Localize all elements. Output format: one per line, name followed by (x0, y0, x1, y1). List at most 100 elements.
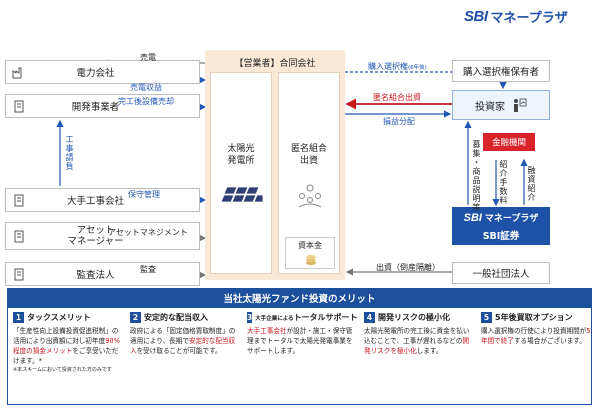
merit-body-b: が設計・施工・保守管理までトータルで太陽光発電事業をサポートします。 (247, 327, 353, 355)
building-icon (12, 193, 26, 207)
merit-title: タックスメリット (27, 313, 91, 322)
sbi-money-plaza-securities-box: SBI マネープラザ SBI証券 (452, 207, 550, 245)
merit-body: 購入選択権の行使により投資期間が5年間で終了する場合がございます。 (481, 326, 591, 346)
sbi-box-brand-sbi: SBI (463, 212, 482, 224)
operator-title: 【営業者】合同会社 (234, 59, 316, 69)
entity-label: 電力会社 (76, 68, 115, 79)
merit-body: 太陽光発電所の完工後に資金を払い込むことで、工事が遅れるなどの開発リスクを極小化… (364, 326, 474, 356)
solar-plant-box: 太陽光 発電所 (210, 72, 272, 274)
label-financing-referral: 融資紹介 (527, 166, 536, 202)
capital-box: 資本金 (285, 237, 335, 269)
building-icon (12, 99, 26, 113)
merit-item-2: 2 安定的な配当収入 政府による「固定価格買取制度」の適用により、長期で安定的な… (130, 312, 240, 356)
merit-number: 4 (364, 312, 375, 323)
fund-label: 匿名組合 出資 (290, 144, 327, 166)
merit-head: 3 大手企業によるトータルサポート (247, 312, 358, 323)
merit-head: 5 5年後買取オプション (481, 312, 591, 323)
entity-investor: 投資家 (452, 90, 550, 120)
merit-title: 開発リスクの極小化 (378, 313, 450, 322)
solar-panel-icon (221, 187, 263, 203)
entity-label: 大手工事会社 (66, 196, 124, 207)
label-construction-request: 工事請負 (65, 135, 74, 171)
financial-institution-label: 金融機関 (491, 138, 526, 148)
label-sell-power: 売電 (140, 53, 156, 62)
entity-power-company: 電力会社 (5, 60, 200, 84)
merit-title: 安定的な配当収入 (144, 313, 208, 322)
merit-title-prefix: 大手企業による (255, 315, 294, 322)
merit-number: 1 (13, 312, 24, 323)
entity-label: 監査法人 (76, 270, 115, 281)
merit-title: 5年後買取オプション (495, 313, 573, 322)
label-completed-sale: 完工後設備売却 (118, 97, 174, 106)
label-power-revenue: 売電収益 (130, 83, 162, 92)
entity-option-holder: 購入選択権保有者 (452, 60, 550, 82)
merit-body-b: を受け取ることが可能です。 (136, 347, 222, 355)
label-anonymous-investment: 匿名組合出資 (373, 93, 421, 102)
merit-head: 4 開発リスクの極小化 (364, 312, 474, 323)
merit-body: 政府による「固定価格買取制度」の適用により、長期で安定的な配当収入を受け取ること… (130, 326, 240, 356)
operator-llc-block: 【営業者】合同会社 太陽光 発電所 匿名組合 出資 資本金 (205, 50, 345, 280)
logo-sbi-text: SBI (464, 7, 488, 25)
merit-number: 2 (130, 312, 141, 323)
merit-body: 大手工事会社が設計・施工・保守管理までトータルで太陽光発電事業をサポートします。 (247, 326, 357, 356)
merit-area: 1 タックスメリット 「生産性向上設備投資促進税制」の活用により出資額に対し初年… (7, 307, 592, 405)
entity-label: アセット マネージャー (67, 225, 124, 247)
entity-asset-manager: アセット マネージャー (5, 222, 200, 250)
merit-item-5: 5 5年後買取オプション 購入選択権の行使により投資期間が5年間で終了する場合が… (481, 312, 591, 346)
label-solicitation: 募集・商品説明等 (472, 140, 481, 212)
label-profit-distribution: 損益分配 (383, 117, 415, 126)
merit-body: 「生産性向上設備投資促進税制」の活用により出資額に対し初年度90%程度の損金メリ… (13, 326, 123, 366)
merit-title: トータルサポート (293, 313, 358, 322)
merit-highlight: 大手工事会社 (247, 327, 287, 335)
entity-general-association: 一般社団法人 (452, 262, 550, 284)
merit-item-1: 1 タックスメリット 「生産性向上設備投資促進税制」の活用により出資額に対し初年… (13, 312, 123, 374)
investor-label: 投資家 (475, 101, 505, 113)
merit-item-4: 4 開発リスクの極小化 太陽光発電所の完工後に資金を払い込むことで、工事が遅れる… (364, 312, 474, 356)
sbi-box-brand-name: マネープラザ (484, 214, 539, 224)
sbi-box-brand: SBI マネープラザ (452, 211, 550, 224)
label-purchase-option-years: (6年後) (408, 65, 427, 71)
general-association-label: 一般社団法人 (472, 269, 530, 280)
entity-general-contractor: 大手工事会社 (5, 188, 200, 212)
label-contribution: 出資（倒産隔離） (376, 263, 440, 272)
entity-developer: 開発事業者 (5, 94, 200, 118)
entity-audit-firm: 監査法人 (5, 262, 200, 286)
entity-label: 開発事業者 (71, 102, 120, 113)
building-icon (12, 229, 26, 243)
sbi-money-plaza-logo: SBI マネープラザ (464, 6, 568, 26)
factory-icon (12, 65, 26, 79)
label-audit: 監査 (140, 265, 156, 274)
logo-name-text: マネープラザ (490, 10, 568, 26)
merit-highlight: 開発リスクを極小化 (364, 337, 470, 355)
merit-body-a: 「生産性向上設備投資促進税制」の活用により出資額に対し初年度 (13, 327, 119, 345)
merit-highlight: 5年間で終了 (481, 327, 591, 345)
merit-highlight: 安定的な配当収入 (130, 337, 236, 355)
financial-institution: 金融機関 (483, 133, 535, 151)
people-icon (298, 184, 322, 208)
fund-box: 匿名組合 出資 資本金 (278, 72, 340, 274)
merit-number: 5 (481, 312, 492, 323)
merit-body-b: する場合がございます。 (513, 337, 586, 345)
label-asset-management: アセットマネジメント (108, 228, 188, 237)
merit-head: 1 タックスメリット (13, 312, 123, 323)
label-purchase-option: 購入選択権(6年後) (368, 61, 427, 72)
merit-body-a: 政府による「固定価格買取制度」の適用により、長期で (130, 327, 236, 345)
building-icon (12, 267, 26, 281)
label-maintenance: 保守管理 (128, 190, 160, 199)
merit-note: ※本スキームにおいて投資された方のみです (13, 367, 112, 373)
capital-label: 資本金 (298, 241, 322, 250)
merit-number: 3 (247, 312, 253, 323)
merit-body-a: 太陽光発電所の完工後に資金を払い込むことで、工事が遅れるなどの (364, 327, 470, 345)
sbi-securities-label: SBI証券 (482, 231, 520, 242)
solar-plant-label: 太陽光 発電所 (227, 144, 255, 166)
label-purchase-option-text: 購入選択権 (368, 62, 408, 71)
merit-body-a: 購入選択権の行使により投資期間が (481, 327, 587, 335)
label-referral-fee: 紹介手数料 (499, 160, 508, 205)
merit-head: 2 安定的な配当収入 (130, 312, 240, 323)
presenter-icon (514, 98, 527, 112)
merit-banner: 当社太陽光ファンド投資のメリット (7, 288, 592, 307)
coins-icon (306, 255, 316, 265)
merit-body-b: をご享受いただけます。* (13, 347, 119, 365)
option-holder-label: 購入選択権保有者 (462, 67, 539, 78)
merit-highlight: 90%程度の損金メリット (13, 337, 120, 355)
